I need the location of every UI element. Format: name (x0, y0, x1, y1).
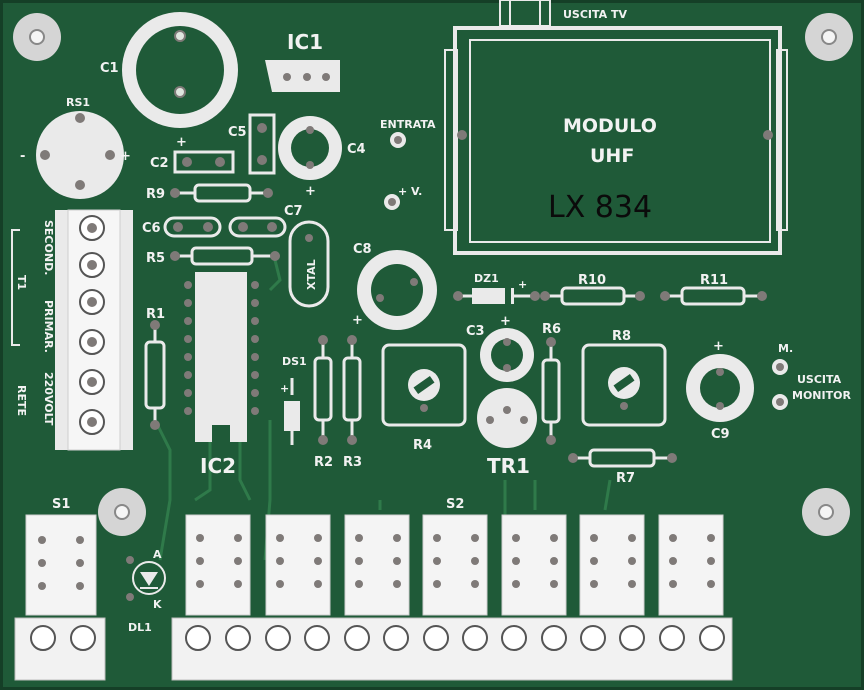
capacitor-c9 (686, 354, 754, 422)
capacitor-c8 (357, 250, 437, 330)
module-input-pads (384, 132, 406, 210)
resistor-r11 (660, 286, 767, 306)
label-plus-v: + V. (398, 185, 422, 198)
label-rs1-minus: - (20, 149, 25, 164)
resistor-r9 (170, 183, 273, 203)
resistor-r1 (144, 320, 166, 430)
dip-ic2 (195, 272, 247, 443)
dip-ic2-pins (184, 281, 259, 415)
diode-ds1 (284, 378, 300, 445)
label-dz1: DZ1 (474, 272, 499, 285)
label-c9: C9 (711, 427, 730, 442)
label-s1: S1 (52, 497, 70, 512)
crystal-xtal (288, 220, 330, 308)
label-r8: R8 (612, 329, 631, 344)
terminal-block-bottom-left (14, 617, 106, 681)
resistor-r7 (568, 448, 677, 468)
label-uscita-tv: USCITA TV (563, 8, 628, 21)
label-r11: R11 (700, 273, 728, 288)
monitor-output-pads (772, 359, 788, 410)
label-ic2: IC2 (200, 454, 236, 478)
label-primar: PRIMAR. (42, 300, 55, 353)
label-s2: S2 (446, 497, 464, 512)
label-uscita: USCITA (797, 373, 842, 386)
label-c6: C6 (142, 221, 161, 236)
label-t1: T1 (15, 275, 28, 290)
mounting-holes (13, 13, 853, 536)
label-monitor: MONITOR (792, 389, 851, 402)
terminal-block-bottom-main (171, 617, 733, 681)
transistor-tr1 (477, 388, 537, 448)
label-c4-plus: + (305, 184, 316, 199)
capacitor-c6 (163, 216, 222, 238)
capacitor-c3 (480, 328, 534, 382)
label-r3: R3 (343, 455, 362, 470)
zener-dz1 (453, 288, 540, 304)
resistor-r6 (541, 337, 561, 445)
label-c1-plus: + (176, 135, 187, 150)
capacitor-c5 (248, 113, 276, 175)
label-ds1-plus: + (280, 382, 289, 395)
label-c1: C1 (100, 61, 119, 76)
label-xtal: XTAL (305, 259, 318, 290)
module-code: LX 834 (548, 190, 652, 225)
label-c7: C7 (284, 204, 303, 219)
label-c3: C3 (466, 324, 485, 339)
label-r4: R4 (413, 438, 432, 453)
label-c4: C4 (347, 142, 366, 157)
label-c9-plus: + (713, 339, 724, 354)
label-rete: RETE (15, 385, 28, 416)
label-c3-plus: + (500, 314, 511, 329)
trimmer-r8 (581, 343, 667, 427)
capacitor-c2 (173, 150, 235, 174)
led-dl1 (126, 556, 166, 601)
label-dl1-k: K (153, 598, 162, 611)
label-r1: R1 (146, 307, 165, 322)
switch-s1 (25, 514, 97, 616)
trimmer-r4 (381, 343, 467, 427)
label-c2: C2 (150, 156, 169, 171)
label-r6: R6 (542, 322, 561, 337)
label-ds1: DS1 (282, 355, 307, 368)
regulator-ic1 (265, 60, 340, 92)
capacitor-c4 (278, 116, 342, 180)
bridge-rectifier-rs1 (36, 111, 124, 199)
label-ic1: IC1 (287, 30, 323, 54)
label-c8: C8 (353, 242, 372, 257)
label-dl1-a: A (153, 548, 162, 561)
label-tr1: TR1 (487, 454, 530, 478)
label-second: SECOND. (42, 220, 55, 275)
label-r5: R5 (146, 251, 165, 266)
label-r9: R9 (146, 187, 165, 202)
module-subtitle: UHF (590, 145, 634, 167)
label-r7: R7 (616, 471, 635, 486)
terminal-screws-t1 (79, 215, 105, 435)
switch-s2-row (185, 514, 724, 616)
module-title: MODULO (563, 115, 657, 137)
label-dz1-plus: + (518, 278, 527, 291)
label-220volt: 220VOLT (42, 372, 55, 426)
label-dl1: DL1 (128, 621, 152, 634)
resistor-r10 (540, 286, 645, 306)
capacitor-c1 (122, 12, 238, 128)
label-m: M. (778, 342, 793, 355)
copper-traces (153, 259, 612, 561)
uhf-output-connector (499, 0, 551, 27)
label-rs1-plus: + (120, 149, 131, 164)
label-r2: R2 (314, 455, 333, 470)
capacitor-c7 (228, 216, 287, 238)
label-entrata: ENTRATA (380, 118, 436, 131)
uhf-module (444, 26, 788, 255)
resistor-r2 (313, 335, 333, 445)
label-c8-plus: + (352, 313, 363, 328)
resistor-r3 (342, 335, 362, 445)
switch-s2-pins (196, 534, 715, 588)
bracket-t1 (11, 229, 20, 346)
label-r10: R10 (578, 273, 606, 288)
resistor-r5 (170, 246, 280, 266)
label-rs1: RS1 (66, 96, 90, 109)
label-c5: C5 (228, 125, 247, 140)
